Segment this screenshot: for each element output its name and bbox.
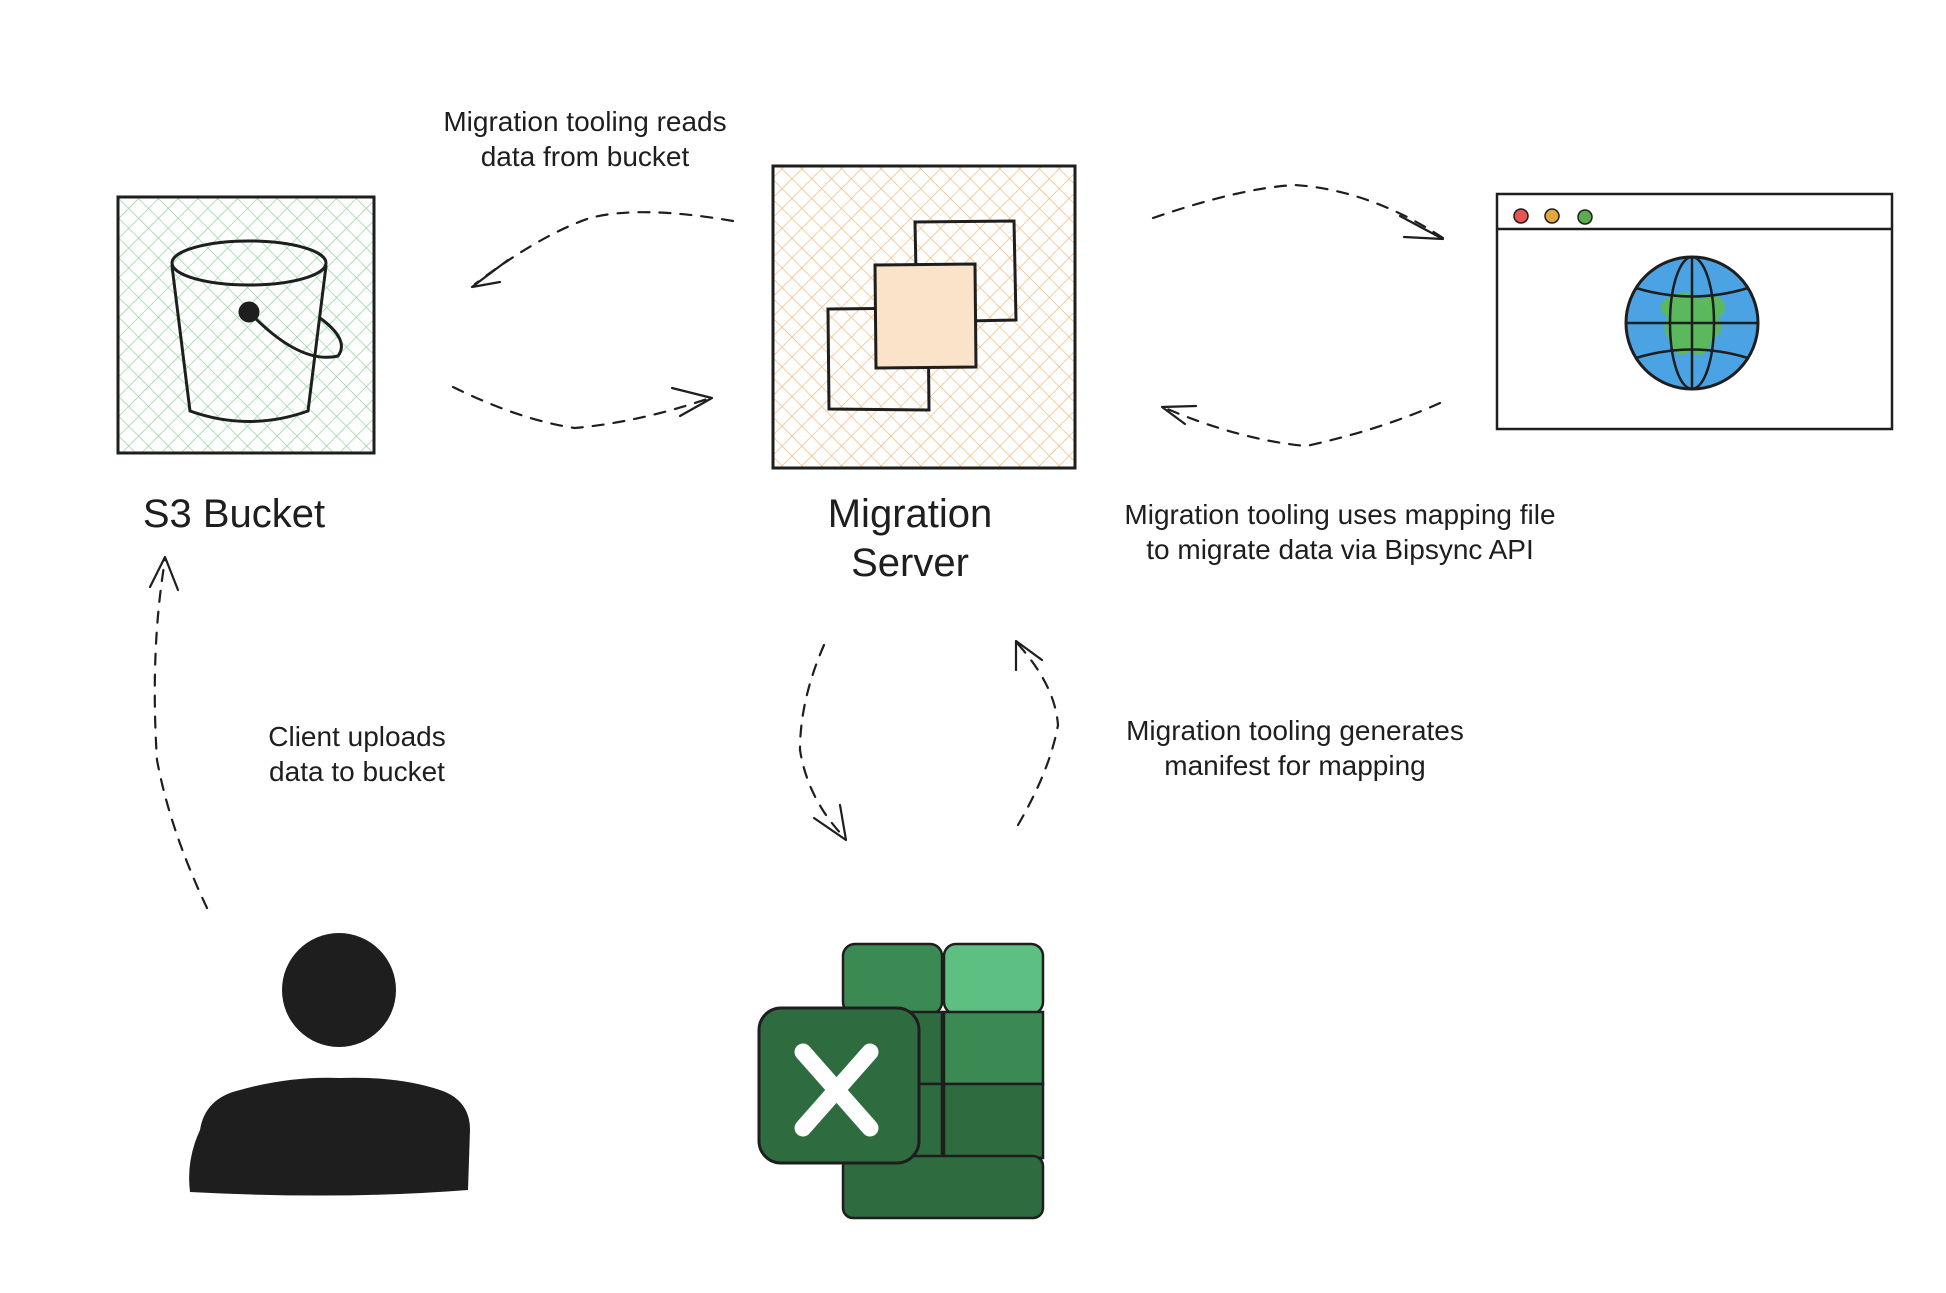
- minimize-dot-icon: [1544, 208, 1560, 224]
- arrow-manifest-to-server: [1015, 641, 1060, 827]
- manifest-annotation: Migration tooling generates manifest for…: [1085, 713, 1505, 783]
- uses-mapping-annotation: Migration tooling uses mapping file to m…: [1090, 497, 1590, 567]
- uploads-line-1: Client uploads: [268, 721, 446, 752]
- migration-server-node: [771, 164, 1077, 470]
- uploads-line-2: data to bucket: [269, 756, 445, 787]
- arrow-server-to-manifest: [798, 643, 847, 840]
- arrow-heads: [148, 214, 1445, 842]
- server-label-line-1: Migration: [827, 492, 993, 536]
- arrow-s3-to-server: [451, 385, 712, 430]
- user-icon: [189, 933, 470, 1196]
- reads-line-2: data from bucket: [480, 141, 690, 172]
- uses-mapping-line-1: Migration tooling uses mapping file: [1124, 499, 1556, 530]
- arrow-client-to-s3: [153, 558, 209, 910]
- manifest-line-1: Migration tooling generates: [1126, 715, 1464, 746]
- browser-window-node: [1495, 192, 1894, 431]
- arrow-server-to-s3: [473, 211, 735, 286]
- close-dot-icon: [1513, 208, 1529, 224]
- arrow-api-to-server: [1163, 401, 1442, 448]
- s3-bucket-node: [116, 195, 376, 455]
- globe-icon: [1624, 255, 1760, 391]
- reads-line-1: Migration tooling reads: [443, 106, 727, 137]
- arrows: [153, 183, 1445, 910]
- maximize-dot-icon: [1577, 209, 1593, 225]
- s3-bucket-title: S3 Bucket: [142, 492, 326, 536]
- uploads-annotation: Client uploads data to bucket: [237, 719, 477, 789]
- manifest-line-2: manifest for mapping: [1164, 750, 1426, 781]
- bucket-icon: [170, 239, 343, 423]
- excel-icon: [757, 942, 1045, 1220]
- server-label-line-2: Server: [851, 541, 969, 585]
- arrow-server-to-api: [1151, 183, 1445, 240]
- migration-server-label: Migration Server: [760, 490, 1060, 588]
- reads-annotation: Migration tooling reads data from bucket: [415, 104, 755, 174]
- server-stack-icon: [826, 219, 1018, 412]
- uses-mapping-line-2: to migrate data via Bipsync API: [1146, 534, 1534, 565]
- s3-bucket-label: S3 Bucket: [118, 490, 350, 539]
